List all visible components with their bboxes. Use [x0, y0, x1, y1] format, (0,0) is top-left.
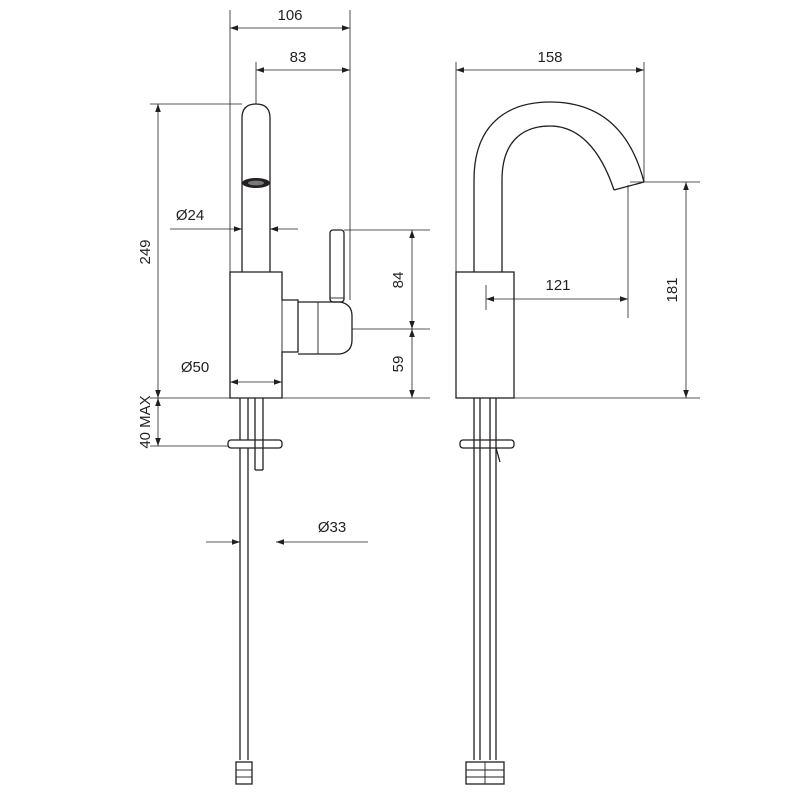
side-lever-handle — [329, 229, 345, 303]
dim-label-106: 106 — [277, 7, 302, 24]
side-lever-hub — [298, 301, 353, 355]
front-spout-curve — [473, 101, 645, 272]
dim-label-d33: Ø33 — [318, 519, 346, 536]
dim-label-d50: Ø50 — [181, 359, 209, 376]
side-view: 106 83 249 Ø24 84 59 Ø50 40 MAX Ø33 — [137, 7, 430, 785]
dim-label-121: 121 — [545, 277, 570, 294]
front-mounting-shanks — [459, 398, 515, 785]
side-body — [229, 271, 299, 399]
dim-label-181: 181 — [664, 277, 681, 302]
front-body — [455, 271, 515, 399]
dim-label-158: 158 — [537, 49, 562, 66]
dim-label-59: 59 — [390, 356, 407, 373]
dim-label-84: 84 — [390, 272, 407, 289]
front-spout-outlet — [613, 181, 645, 191]
side-mounting-shanks — [227, 398, 283, 785]
dim-label-d24: Ø24 — [176, 207, 204, 224]
dim-label-83: 83 — [290, 49, 307, 66]
front-view: 158 121 181 — [455, 49, 700, 785]
dim-label-40max: 40 MAX — [137, 395, 154, 448]
dim-label-249: 249 — [137, 239, 154, 264]
